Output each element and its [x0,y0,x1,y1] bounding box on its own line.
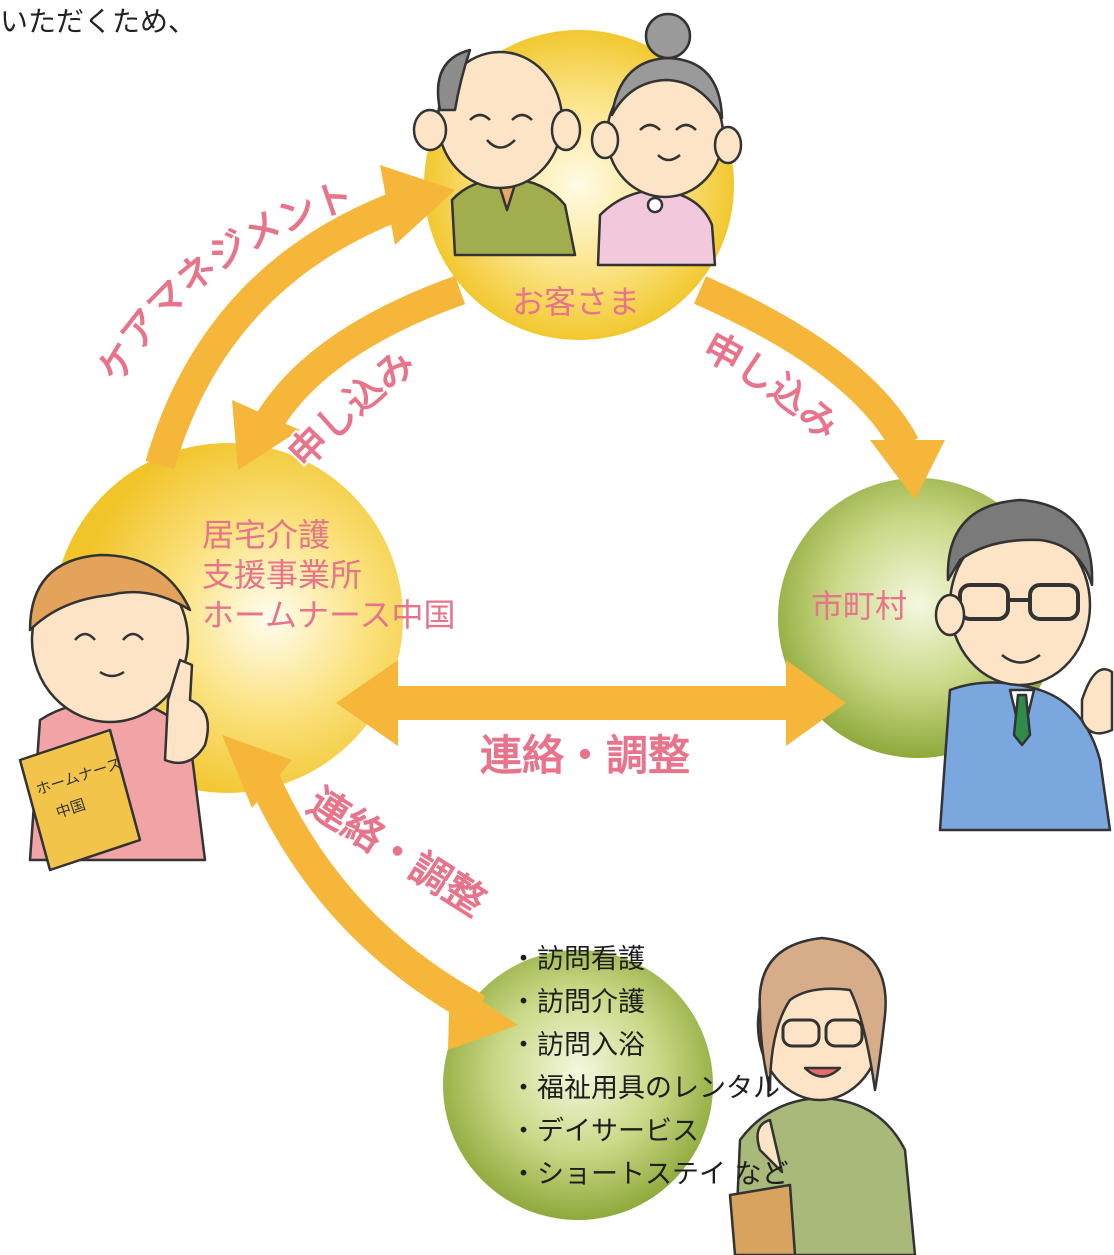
care-office-label-line-2: 支援事業所 [202,556,363,594]
arrow-care-management [145,190,406,470]
service-item: ・訪問入浴 [510,1030,645,1061]
municipality-label: 市町村 [811,587,908,625]
label-coordinate-municipality: 連絡・調整 [480,731,690,780]
service-item: ・デイサービス [510,1116,699,1147]
service-item: ・訪問介護 [510,987,645,1018]
municipality-official-illustration [934,498,1114,832]
arrow-coordinate-services [222,735,518,1050]
service-item: ・ショートステイ など [510,1159,789,1190]
service-staff-illustration [728,936,917,1255]
service-item: ・訪問看護 [510,944,645,975]
arrow-head-apply-to-office [232,400,300,470]
care-office-label-line-3: ホームナース中国 [202,596,456,634]
elderly-couple-illustration [412,12,743,267]
arrow-apply-to-municipality [693,276,919,453]
header-fragment: いただくため、 [0,5,197,38]
arrow-coordinate-municipality [336,660,846,746]
care-office-label-line-1: 居宅介護 [202,516,331,554]
arrow-head-apply-to-municipality [870,440,945,500]
arrow-apply-to-office [257,275,466,429]
arrow-head-care-management [380,165,455,245]
care-office-label: 居宅介護 支援事業所 ホームナース中国 [202,515,455,635]
customer-label: お客さま [512,283,641,321]
service-item: ・福祉用具のレンタル [510,1073,780,1104]
care-manager-illustration [18,553,210,872]
services-node [443,950,713,1220]
services-list: ・訪問看護 ・訪問介護 ・訪問入浴 ・福祉用具のレンタル ・デイサービス ・ショ… [510,938,789,1196]
